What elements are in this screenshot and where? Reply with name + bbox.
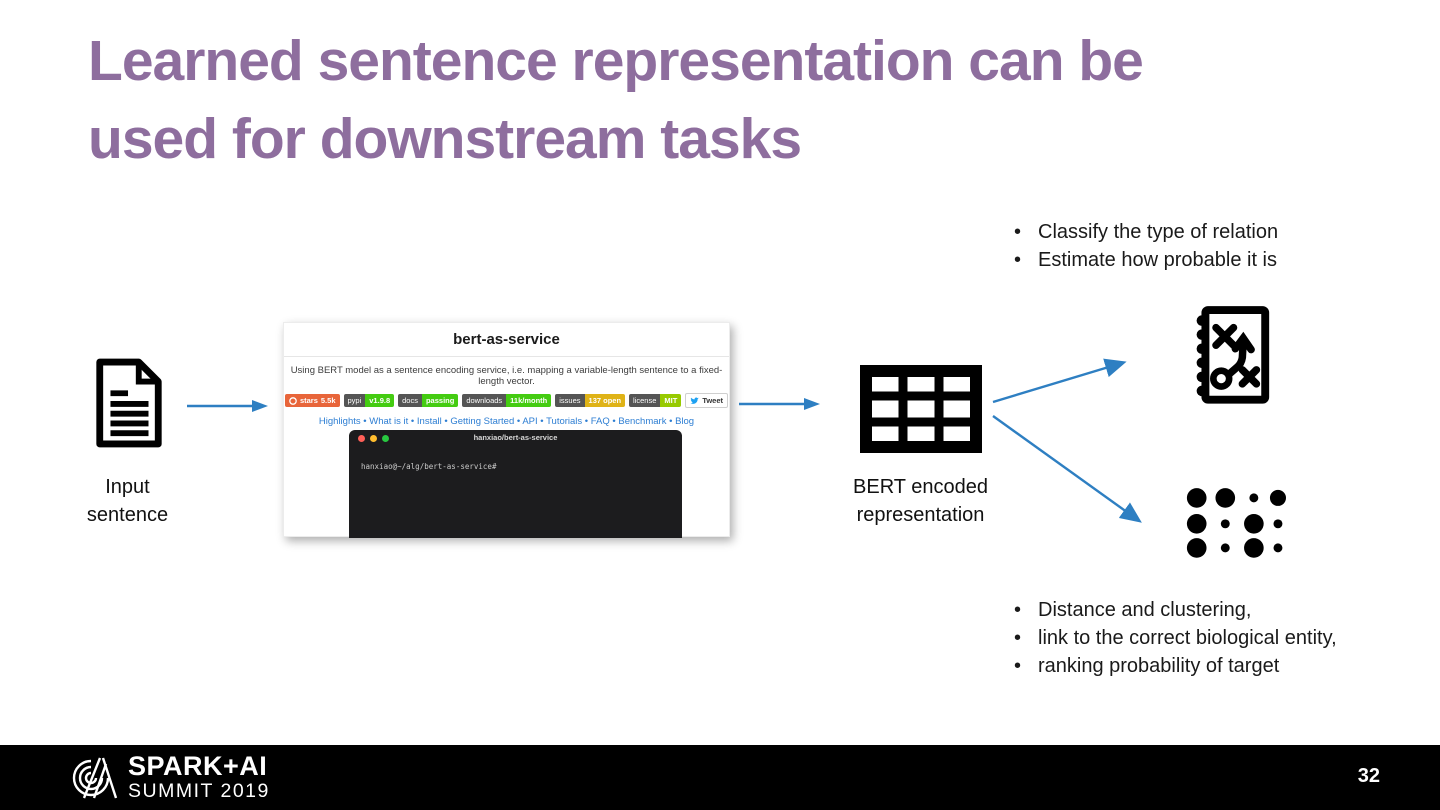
badge-value: MIT	[660, 394, 682, 407]
nav-link: FAQ	[582, 416, 610, 427]
cluster-dots-icon	[1186, 486, 1286, 563]
issues-badge: issues 137 open	[555, 394, 626, 407]
badge-label: issues	[555, 394, 585, 407]
terminal-prompt: hanxiao@~/alg/bert-as-service#	[361, 462, 497, 471]
repo-subtitle: Using BERT model as a sentence encoding …	[290, 365, 723, 387]
terminal-window: hanxiao/bert-as-service hanxiao@~/alg/be…	[349, 430, 682, 538]
clustering-bullets: Distance and clustering, link to the cor…	[1008, 596, 1337, 680]
badge-label: pypi	[343, 394, 366, 407]
logo-text: SPARK+AI SUMMIT 2019	[128, 751, 270, 803]
logo-line2: SUMMIT 2019	[128, 780, 270, 802]
badge-value: v1.9.8	[365, 394, 395, 407]
docs-badge: docs passing	[398, 394, 459, 407]
footer-bar: SPARK+AI SUMMIT 2019 32	[0, 745, 1440, 810]
bullet-item: Estimate how probable it is	[1008, 246, 1278, 274]
close-icon	[358, 435, 365, 442]
spark-ai-summit-logo: SPARK+AI SUMMIT 2019	[70, 753, 270, 802]
github-stars-badge: stars 5.5k	[284, 394, 340, 407]
traffic-lights-icon	[358, 435, 389, 442]
nav-link: Tutorials	[538, 416, 583, 427]
document-icon	[90, 356, 168, 455]
input-sentence-label: Input sentence	[86, 476, 169, 526]
nav-link: Blog	[666, 416, 694, 427]
badge-value: passing	[421, 394, 459, 407]
terminal-titlebar: hanxiao/bert-as-service	[349, 430, 682, 446]
repo-title: bert-as-service	[453, 331, 560, 348]
badge-label: docs	[398, 394, 422, 407]
terminal-title: hanxiao/bert-as-service	[473, 433, 558, 442]
nav-link: What is it	[361, 416, 409, 427]
bert-as-service-screenshot: bert-as-service Using BERT model as a se…	[283, 322, 730, 538]
page-number: 32	[1357, 765, 1380, 787]
badge-value: 137 open	[584, 394, 626, 407]
badge-label: license	[629, 394, 661, 407]
logo-line1: SPARK+AI	[128, 751, 268, 781]
badge-label: downloads	[462, 394, 507, 407]
bullet-item: ranking probability of target	[1008, 652, 1337, 680]
tweet-badge: Tweet	[685, 393, 729, 408]
nav-link: Install	[408, 416, 441, 427]
divider	[284, 356, 729, 357]
arrow-bert-to-classify	[992, 358, 1127, 404]
nav-link: Benchmark	[610, 416, 667, 427]
nav-link: Getting Started	[442, 416, 515, 427]
maximize-icon	[382, 435, 389, 442]
badge-row: stars 5.5k pypi v1.9.8 docs passing down…	[284, 393, 729, 408]
license-badge: license MIT	[629, 394, 682, 407]
github-icon	[289, 396, 297, 405]
strategy-playbook-icon	[1172, 298, 1274, 415]
bert-representation-label: BERT encoded representation	[853, 476, 988, 526]
arrow-input-to-card	[187, 400, 268, 412]
downloads-badge: downloads 11k/month	[462, 394, 552, 407]
bullet-item: Distance and clustering,	[1008, 596, 1337, 624]
badge-label: Tweet	[702, 396, 724, 405]
arrow-bert-to-cluster	[992, 415, 1142, 523]
bullet-item: link to the correct biological entity,	[1008, 624, 1337, 652]
slide-title-line1: Learned sentence representation can be	[88, 29, 1144, 93]
classification-bullets: Classify the type of relation Estimate h…	[1008, 218, 1278, 274]
badge-label: stars	[299, 396, 318, 405]
slide-title: Learned sentence representation can be u…	[88, 22, 1378, 178]
nav-link: API	[514, 416, 537, 427]
bullet-item: Classify the type of relation	[1008, 218, 1278, 246]
twitter-icon	[690, 396, 700, 404]
arrow-card-to-bert	[739, 398, 820, 410]
slide-title-line2: used for downstream tasks	[88, 107, 802, 171]
matrix-grid-icon	[860, 365, 982, 458]
repo-nav-links: HighlightsWhat is itInstallGetting Start…	[284, 416, 729, 427]
minimize-icon	[370, 435, 377, 442]
spark-ai-logo-icon	[72, 757, 118, 798]
pypi-badge: pypi v1.9.8	[343, 394, 395, 407]
nav-link: Highlights	[318, 416, 361, 427]
badge-value: 11k/month	[506, 394, 552, 407]
badge-value: 5.5k	[320, 396, 336, 405]
